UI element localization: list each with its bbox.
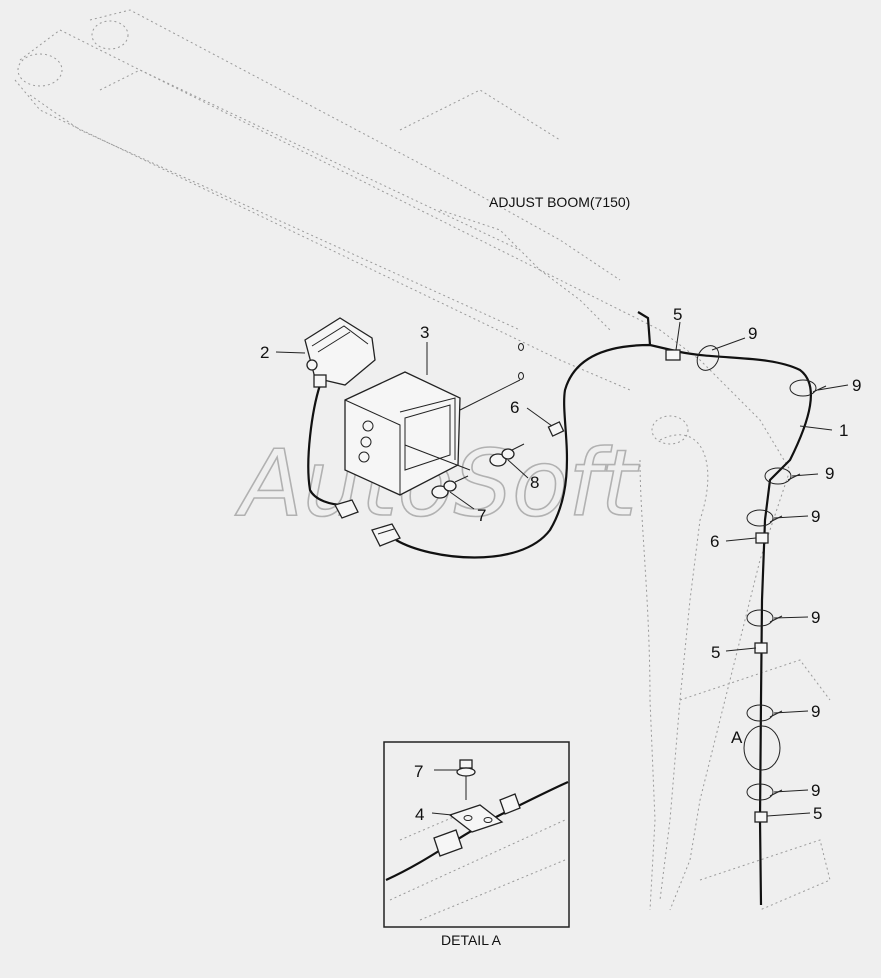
clip-5-upper bbox=[665, 349, 681, 361]
callout-9-c: 9 bbox=[825, 464, 834, 483]
cable-tie-4 bbox=[746, 509, 783, 527]
callout-6-upper: 6 bbox=[510, 398, 519, 417]
cable-tie-1 bbox=[696, 345, 720, 371]
callout-3: 3 bbox=[420, 323, 429, 342]
boom-ghost-outline bbox=[14, 9, 831, 911]
cable-tie-3 bbox=[764, 467, 801, 485]
cable-tie-5 bbox=[746, 609, 783, 627]
callout-5-middle: 5 bbox=[711, 643, 720, 662]
callout-5-lower: 5 bbox=[813, 804, 822, 823]
callout-9-a: 9 bbox=[748, 324, 757, 343]
detail-callout-7: 7 bbox=[414, 762, 423, 781]
callout-7: 7 bbox=[477, 506, 486, 525]
bolt-washer-8 bbox=[489, 443, 525, 467]
cable-tie-6 bbox=[746, 704, 783, 722]
work-light bbox=[304, 317, 376, 388]
wire-branch bbox=[637, 311, 652, 346]
callout-8: 8 bbox=[530, 473, 539, 492]
callout-9-g: 9 bbox=[811, 781, 820, 800]
detail-callout-4: 4 bbox=[415, 805, 424, 824]
detail-a-marker-label: A bbox=[731, 728, 743, 747]
connector-light bbox=[334, 499, 359, 519]
leader-lines bbox=[275, 321, 849, 817]
callout-9-d: 9 bbox=[811, 507, 820, 526]
clip-5-middle bbox=[754, 642, 768, 654]
clip-6-upper bbox=[547, 421, 565, 437]
cable-tie-2 bbox=[789, 379, 827, 397]
callout-6-lower: 6 bbox=[710, 532, 719, 551]
detail-clip-right bbox=[499, 793, 521, 815]
detail-a-marker-ellipse bbox=[743, 725, 781, 771]
diagram-title: ADJUST BOOM(7150) bbox=[489, 194, 630, 210]
callout-2: 2 bbox=[260, 343, 269, 362]
callout-9-e: 9 bbox=[811, 608, 820, 627]
bolt-washer-7 bbox=[431, 475, 469, 499]
cable-tie-7 bbox=[746, 783, 783, 801]
detail-caption: DETAIL A bbox=[441, 932, 502, 948]
detail-a-inset: 7 4 bbox=[383, 741, 570, 928]
clip-5-lower bbox=[754, 811, 768, 823]
detail-plate-4 bbox=[448, 804, 504, 833]
wire-harness bbox=[395, 343, 812, 906]
callout-1: 1 bbox=[839, 421, 848, 440]
callout-9-f: 9 bbox=[811, 702, 820, 721]
light-wire bbox=[307, 384, 346, 507]
light-bracket bbox=[344, 343, 524, 496]
clip-6-lower bbox=[755, 532, 769, 544]
callout-5-upper: 5 bbox=[673, 305, 682, 324]
connector-main bbox=[371, 523, 401, 547]
detail-clip-left bbox=[433, 829, 463, 857]
callout-9-b: 9 bbox=[852, 376, 861, 395]
detail-bolt bbox=[456, 759, 476, 800]
